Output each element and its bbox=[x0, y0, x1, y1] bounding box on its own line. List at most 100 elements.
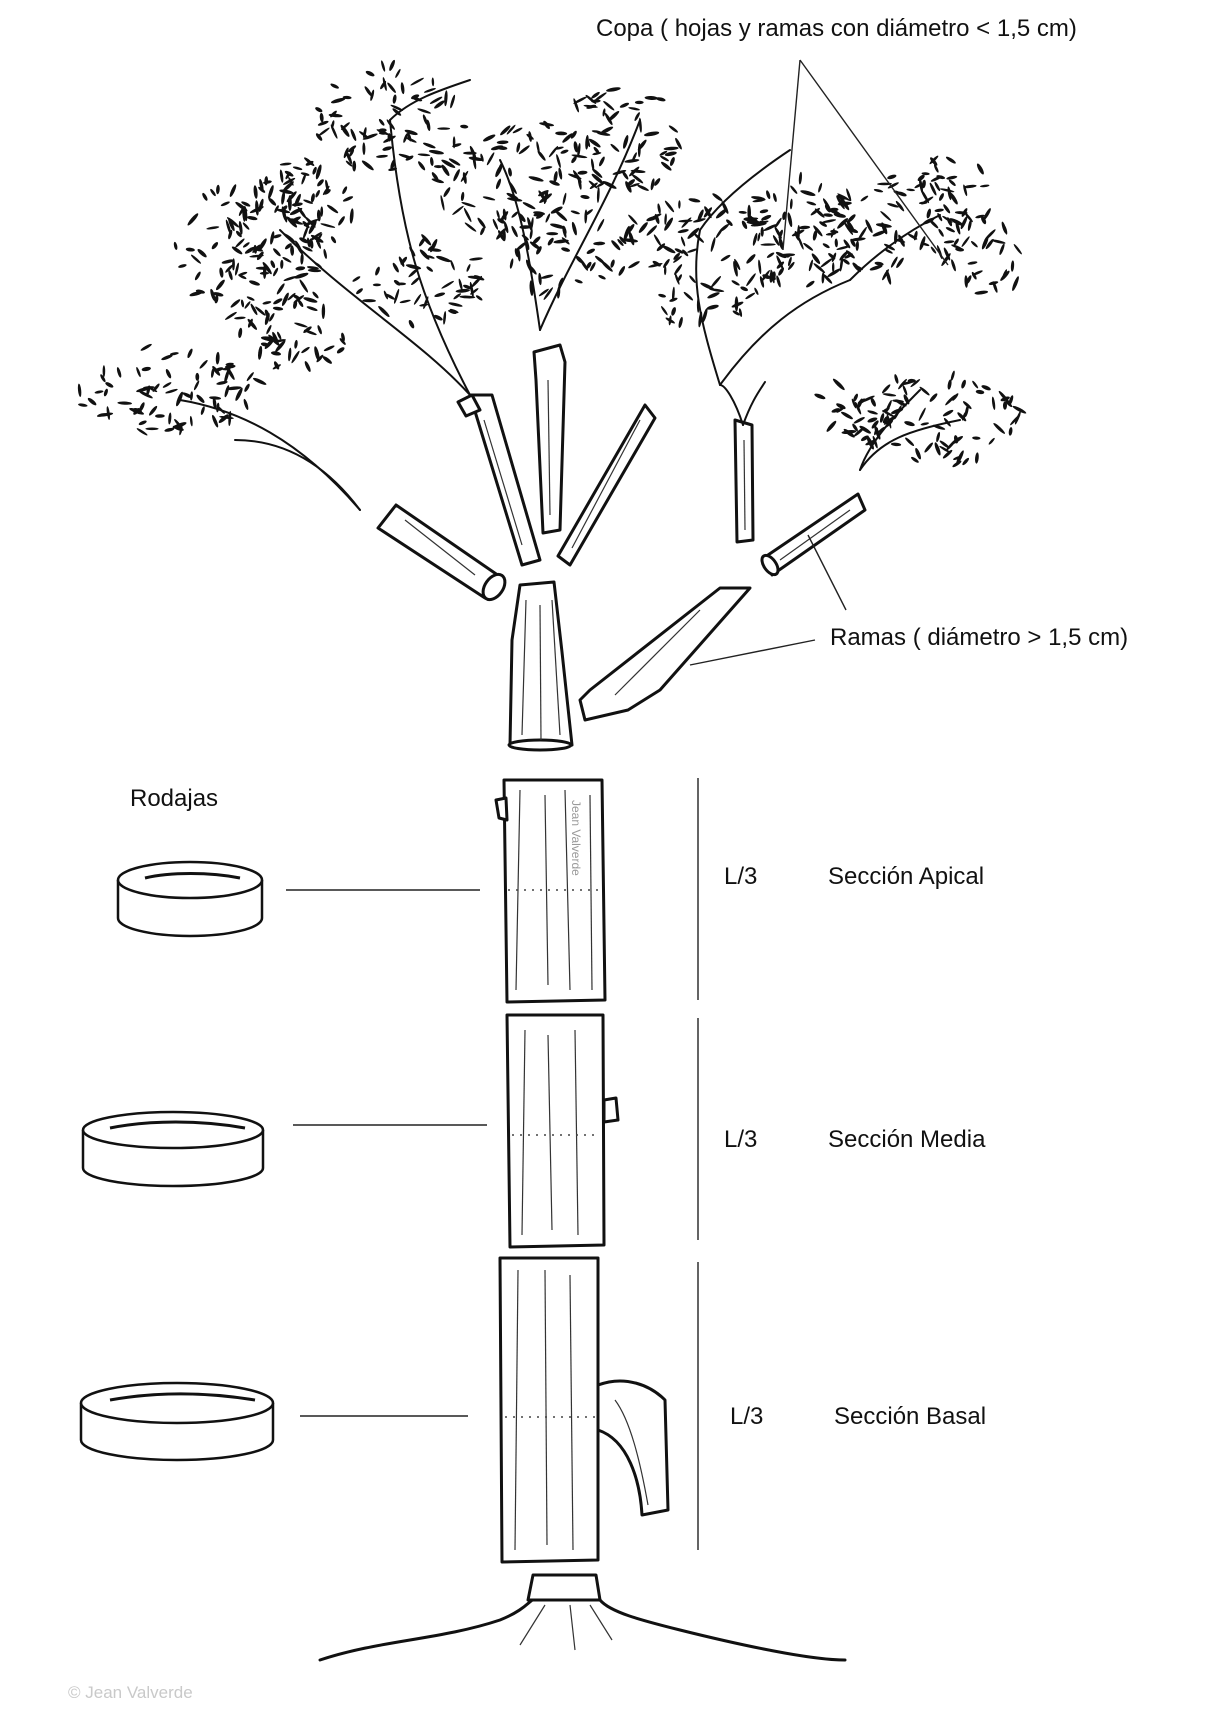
leaf-mark bbox=[663, 146, 678, 150]
leaf-mark bbox=[243, 383, 251, 393]
leaf-mark bbox=[711, 192, 723, 202]
leaf-mark bbox=[646, 224, 658, 236]
branch-piece-fork-left bbox=[470, 395, 540, 565]
leaf-mark bbox=[426, 265, 434, 272]
leaf-mark bbox=[476, 217, 486, 229]
leaf-mark bbox=[97, 412, 107, 417]
leaf-mark bbox=[460, 192, 464, 202]
leaf-mark bbox=[290, 245, 294, 256]
leaf-mark bbox=[775, 275, 781, 288]
leaf-mark bbox=[437, 127, 450, 129]
leaf-mark bbox=[664, 213, 667, 225]
leaf-mark bbox=[161, 354, 174, 362]
leaf-mark bbox=[209, 396, 221, 400]
leaf-mark bbox=[195, 373, 199, 381]
leaf-mark bbox=[904, 437, 915, 447]
leaf-mark bbox=[463, 207, 472, 222]
leaf-mark bbox=[946, 175, 958, 180]
leaf-mark bbox=[393, 288, 400, 304]
leaf-mark bbox=[738, 211, 746, 215]
leaf-mark bbox=[464, 222, 477, 233]
leaf-mark bbox=[450, 260, 456, 271]
leaf-mark bbox=[352, 161, 356, 172]
leaf-mark bbox=[301, 346, 311, 354]
leaf-mark bbox=[482, 133, 496, 142]
leaf-mark bbox=[940, 188, 955, 193]
seccion-basal-label: Sección Basal bbox=[834, 1403, 986, 1431]
leaf-mark bbox=[417, 107, 431, 114]
leaf-mark bbox=[745, 253, 756, 265]
leaf-mark bbox=[760, 214, 771, 222]
leaf-mark bbox=[719, 223, 730, 233]
leaf-mark bbox=[720, 254, 731, 262]
leaf-mark bbox=[806, 201, 817, 207]
l3-apical-label: L/3 bbox=[724, 863, 757, 891]
leaf-mark bbox=[1001, 221, 1008, 234]
leaf-mark bbox=[619, 102, 630, 109]
leaf-mark bbox=[399, 299, 411, 304]
leaf-mark bbox=[645, 96, 659, 101]
leaf-mark bbox=[194, 271, 202, 281]
leaf-mark bbox=[229, 184, 238, 198]
leaf-mark bbox=[741, 220, 749, 230]
leaf-mark bbox=[165, 388, 178, 394]
leaf-mark bbox=[230, 298, 242, 308]
seccion-media-label: Sección Media bbox=[828, 1126, 985, 1154]
leaf-mark bbox=[918, 407, 927, 421]
leaf-mark bbox=[352, 275, 361, 282]
leaf-mark bbox=[216, 185, 220, 195]
leaf-mark bbox=[540, 165, 552, 170]
leaf-mark bbox=[789, 185, 798, 195]
leaf-mark bbox=[678, 200, 681, 208]
leaf-mark bbox=[240, 299, 244, 307]
leaf-mark bbox=[138, 389, 154, 399]
cut-branches bbox=[378, 345, 865, 720]
leaf-mark bbox=[991, 396, 996, 410]
leaf-mark bbox=[87, 397, 98, 407]
leaf-mark bbox=[394, 68, 401, 78]
leaf-mark bbox=[904, 420, 916, 427]
leaf-mark bbox=[822, 242, 830, 249]
leaf-mark bbox=[570, 210, 580, 215]
leaf-mark bbox=[825, 420, 837, 433]
leaf-mark bbox=[872, 229, 887, 238]
leaf-mark bbox=[657, 203, 662, 214]
leaf-mark bbox=[380, 60, 386, 72]
leaf-mark bbox=[761, 227, 764, 237]
leaf-mark bbox=[141, 366, 151, 372]
leaf-mark bbox=[211, 241, 220, 250]
leaf-mark bbox=[864, 219, 874, 234]
leaf-mark bbox=[545, 213, 551, 223]
leaf-mark bbox=[937, 228, 944, 237]
leaf-mark bbox=[247, 215, 258, 221]
leaf-mark bbox=[950, 259, 957, 272]
leaf-mark bbox=[688, 197, 700, 203]
leaf-mark bbox=[945, 226, 955, 233]
leaf-mark bbox=[190, 254, 202, 265]
leaf-mark bbox=[312, 291, 320, 299]
leaf-mark bbox=[330, 235, 337, 244]
leaf-mark bbox=[442, 186, 451, 198]
leaf-mark bbox=[434, 165, 443, 168]
leaf-mark bbox=[103, 365, 106, 377]
leaf-mark bbox=[452, 168, 461, 182]
basal-branch-stub bbox=[598, 1381, 668, 1515]
leaf-mark bbox=[571, 221, 578, 235]
leaf-mark bbox=[531, 235, 541, 245]
l3-media-label: L/3 bbox=[724, 1126, 757, 1154]
leaf-mark bbox=[224, 311, 237, 321]
leaf-mark bbox=[971, 380, 979, 389]
leaf-mark bbox=[637, 184, 650, 192]
leaf-mark bbox=[436, 255, 452, 264]
leaf-mark bbox=[234, 262, 240, 276]
leaf-mark bbox=[538, 273, 542, 285]
leaf-mark bbox=[677, 228, 689, 234]
leaf-mark bbox=[884, 399, 893, 414]
leaf-mark bbox=[933, 442, 941, 456]
leaf-mark bbox=[303, 296, 318, 304]
leaf-mark bbox=[317, 325, 323, 335]
leaf-mark bbox=[104, 381, 114, 389]
leaf-mark bbox=[706, 304, 719, 311]
leaf-mark bbox=[265, 324, 272, 334]
leaf-mark bbox=[290, 350, 300, 364]
